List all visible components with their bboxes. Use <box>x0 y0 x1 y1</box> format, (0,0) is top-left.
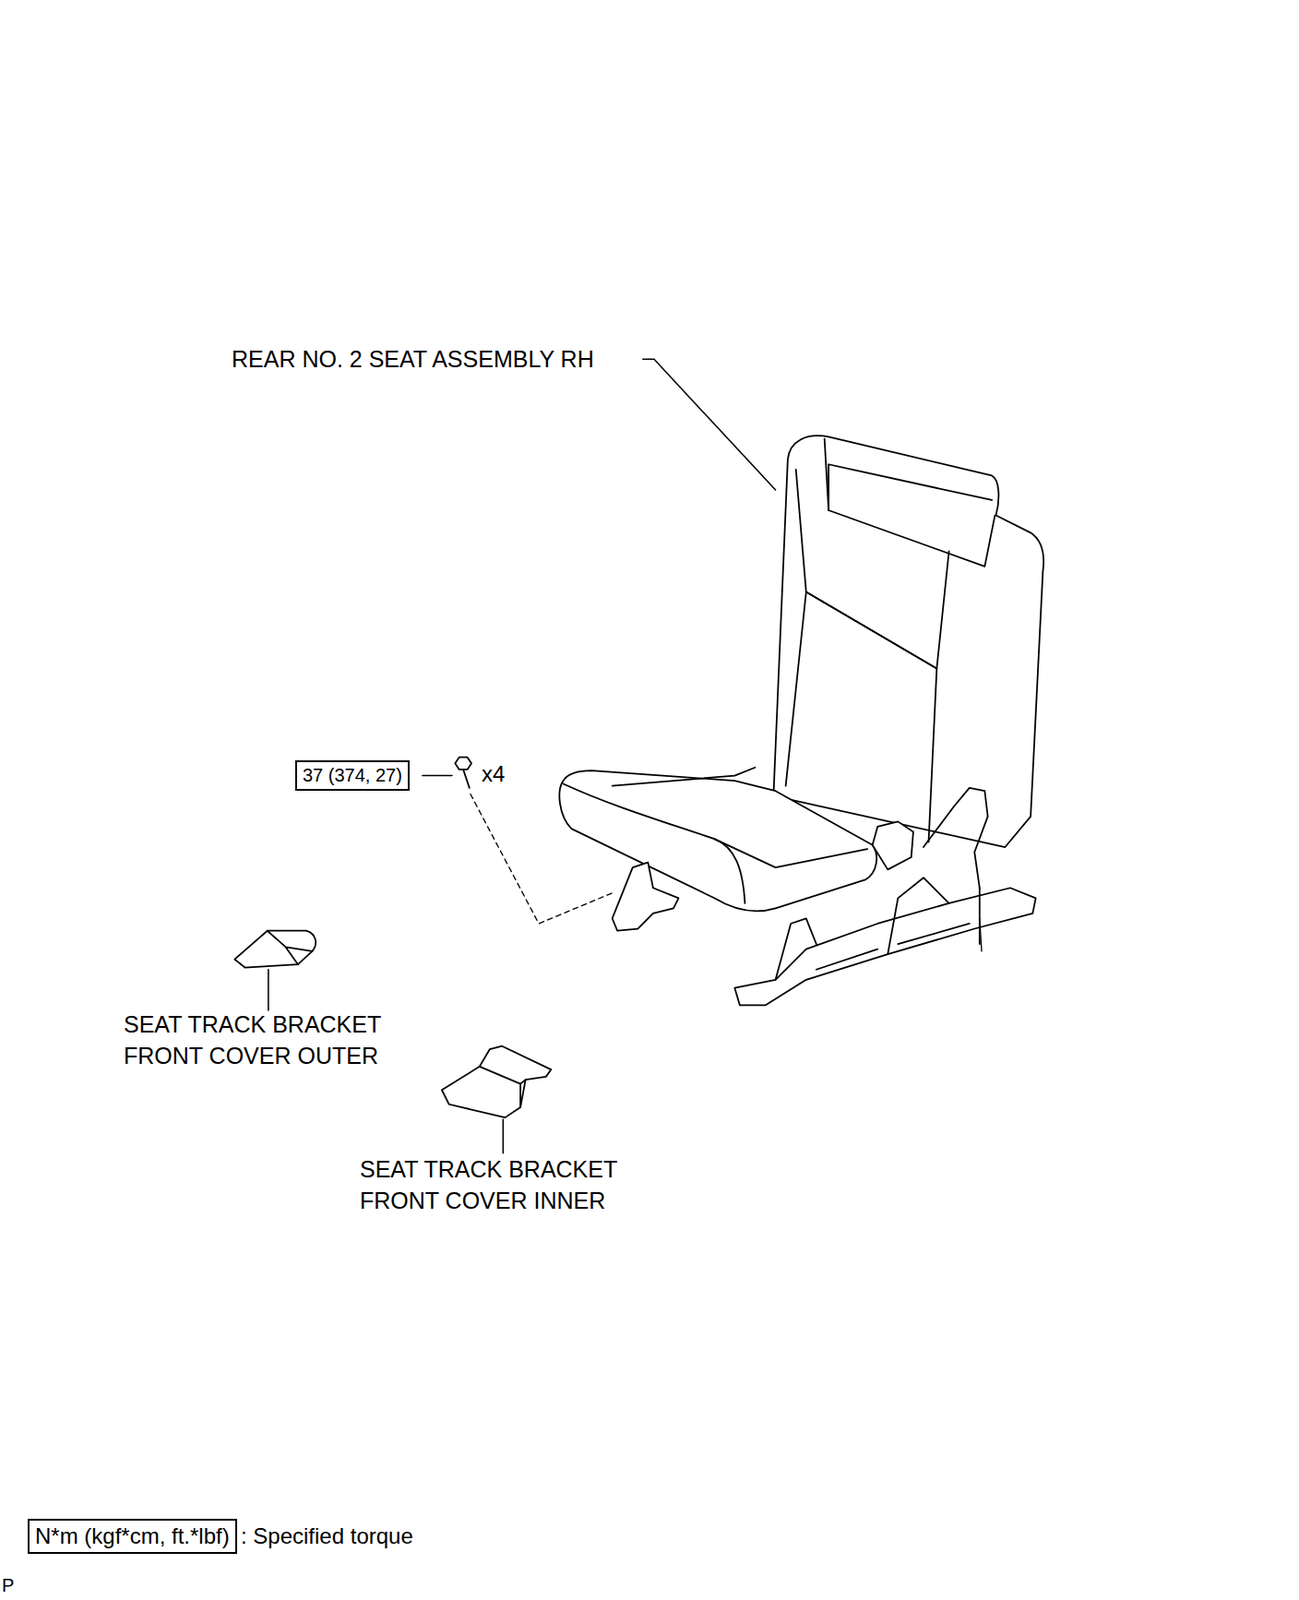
box-text: 37 (374, 27) <box>302 764 403 787</box>
part-name: SEAT TRACK BRACKET FRONT COVER OUTER <box>123 1008 429 1072</box>
part-name: SEAT TRACK BRACKET FRONT COVER INNER <box>359 1153 665 1216</box>
part-name: REAR NO. 2 SEAT ASSEMBLY RH <box>231 345 595 373</box>
legend-note: : Specified torque <box>240 1523 414 1550</box>
quantity: x4 <box>481 761 505 788</box>
legend-box: N*m (kgf*cm, ft.*lbf) <box>27 1518 238 1554</box>
torque-box: 37 (374, 27) <box>295 760 410 791</box>
page-mark: P <box>1 1573 14 1597</box>
box-text: N*m (kgf*cm, ft.*lbf) <box>35 1523 230 1550</box>
